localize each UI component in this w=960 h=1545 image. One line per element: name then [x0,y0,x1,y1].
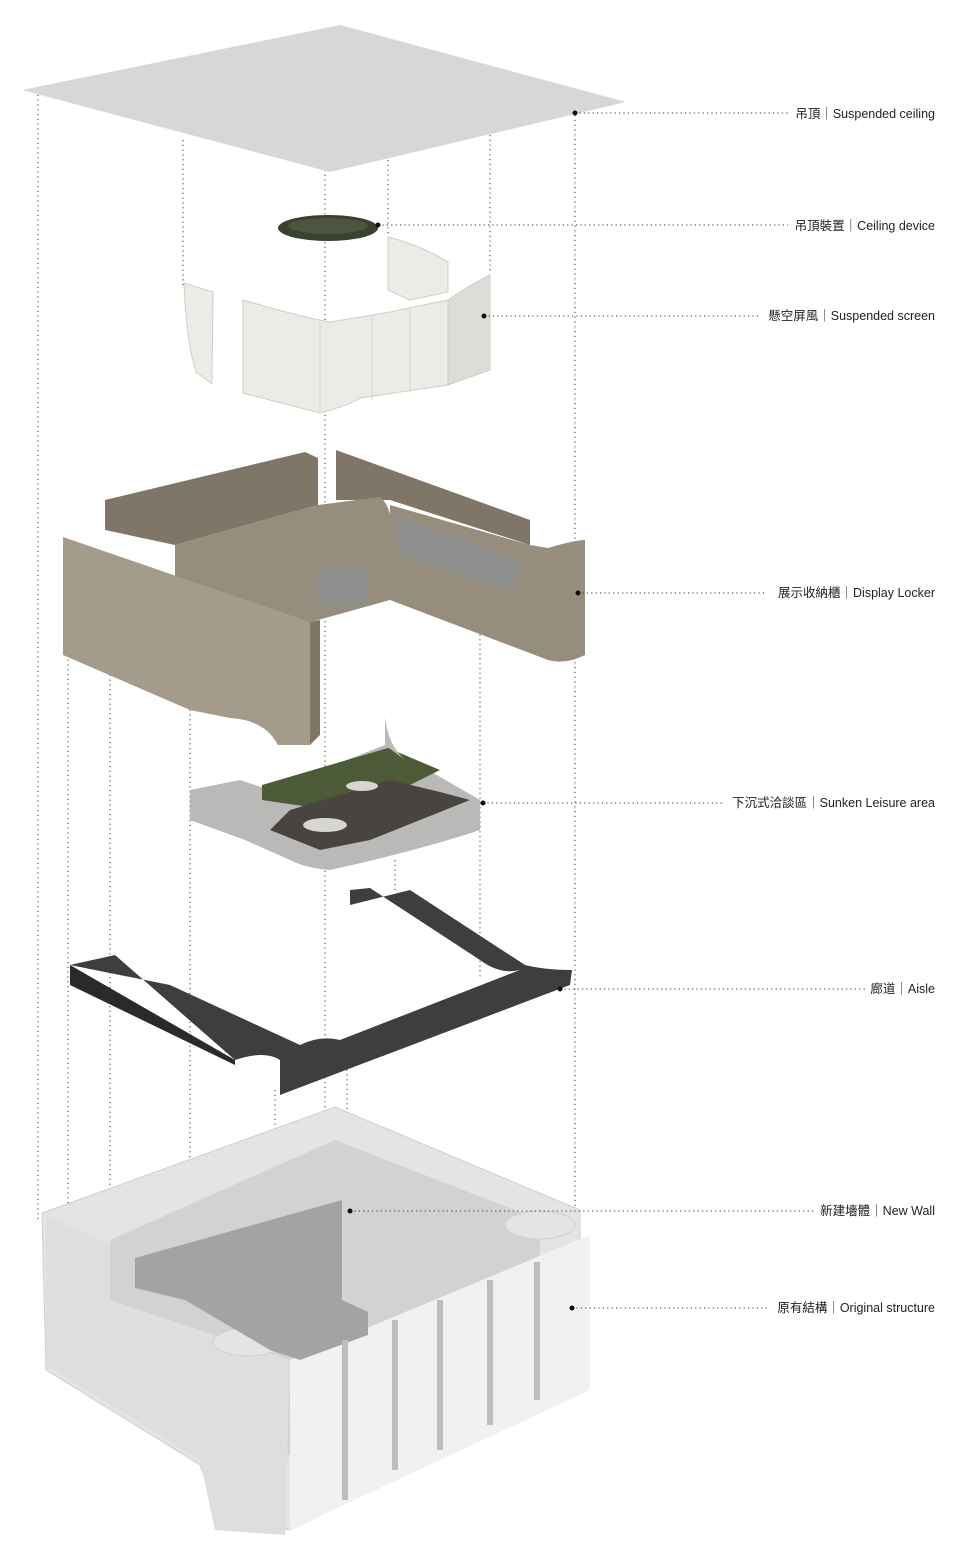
label-original-structure: 原有結構｜Original structure [774,1300,935,1316]
marker-dot [347,1208,353,1214]
marker-dot [557,986,563,992]
display-locker-shape [63,450,585,745]
marker-dot [480,800,486,806]
label-display-locker: 展示收納櫃｜Display Locker [775,585,935,601]
marker-dot [572,110,578,116]
marker-dot [569,1305,575,1311]
marker-dot [375,222,381,228]
label-new-wall: 新建墻體｜New Wall [817,1203,935,1219]
aisle-edge [70,965,235,1065]
label-sunken-leisure-area: 下沉式洽談區｜Sunken Leisure area [729,795,935,811]
aisle-shape [70,888,572,1095]
label-aisle: 廊道｜Aisle [867,981,935,997]
leader-lines [347,110,865,1311]
suspended-screen-shape [183,236,491,414]
sunken-leisure-area-shape [190,717,480,870]
label-ceiling-device: 吊頂裝置｜Ceiling device [791,218,935,234]
ceiling-device-highlight [288,218,368,234]
suspended-ceiling-plane [22,25,626,172]
new-wall-shape [135,1200,368,1360]
label-suspended-ceiling: 吊頂｜Suspended ceiling [792,106,935,122]
marker-dot [575,590,581,596]
original-structure-shape [41,1106,590,1535]
marker-dot [481,313,487,319]
label-suspended-screen: 懸空屏風｜Suspended screen [765,308,935,324]
